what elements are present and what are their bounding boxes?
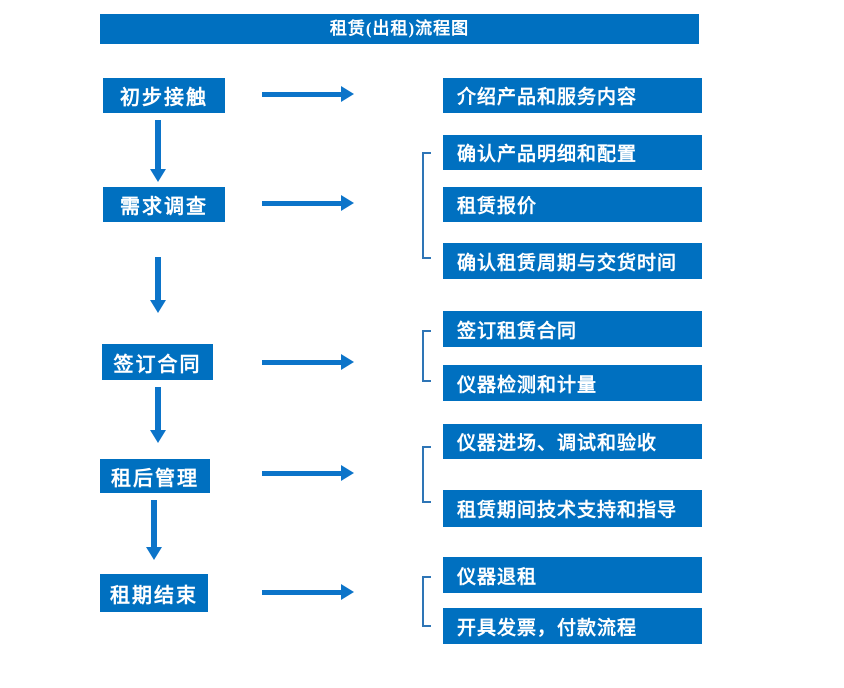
group-bracket xyxy=(422,152,431,259)
step-box-rental-end: 租期结束 xyxy=(100,574,208,612)
arrow-head xyxy=(150,300,166,313)
arrow-head xyxy=(341,195,354,211)
arrow-shaft xyxy=(262,589,343,595)
arrow-head xyxy=(341,465,354,481)
detail-box: 确认产品明细和配置 xyxy=(443,135,702,170)
arrow-head xyxy=(150,169,166,182)
down-arrow-icon xyxy=(150,120,166,182)
detail-box: 开具发票，付款流程 xyxy=(443,608,702,644)
arrow-head xyxy=(150,430,166,443)
group-bracket xyxy=(422,576,431,627)
arrow-shaft xyxy=(262,470,343,476)
right-arrow-icon xyxy=(262,195,354,211)
down-arrow-icon xyxy=(146,500,162,560)
detail-box: 签订租赁合同 xyxy=(443,311,702,347)
right-arrow-icon xyxy=(262,584,354,600)
arrow-shaft xyxy=(155,257,161,302)
detail-box: 确认租赁周期与交货时间 xyxy=(443,243,702,279)
down-arrow-icon xyxy=(150,387,166,443)
arrow-head xyxy=(341,354,354,370)
step-box-sign-contract: 签订合同 xyxy=(102,344,213,380)
detail-box: 租赁报价 xyxy=(443,187,702,222)
arrow-shaft xyxy=(155,387,161,432)
detail-box: 租赁期间技术支持和指导 xyxy=(443,490,702,527)
arrow-head xyxy=(146,547,162,560)
down-arrow-icon xyxy=(150,257,166,313)
arrow-shaft xyxy=(262,359,343,365)
step-box-demand-survey: 需求调查 xyxy=(103,187,225,222)
detail-box: 仪器进场、调试和验收 xyxy=(443,424,702,459)
detail-box: 介绍产品和服务内容 xyxy=(443,78,702,113)
right-arrow-icon xyxy=(262,465,354,481)
arrow-shaft xyxy=(151,500,157,549)
group-bracket xyxy=(422,446,431,503)
detail-box: 仪器检测和计量 xyxy=(443,365,702,401)
step-box-initial-contact: 初步接触 xyxy=(103,78,225,113)
right-arrow-icon xyxy=(262,86,354,102)
right-arrow-icon xyxy=(262,354,354,370)
arrow-shaft xyxy=(262,200,343,206)
arrow-shaft xyxy=(155,120,161,171)
arrow-shaft xyxy=(262,91,343,97)
arrow-head xyxy=(341,86,354,102)
step-box-post-rental-management: 租后管理 xyxy=(100,459,210,493)
arrow-head xyxy=(341,584,354,600)
group-bracket xyxy=(422,330,431,382)
flowchart-title: 租赁(出租)流程图 xyxy=(100,14,699,44)
detail-box: 仪器退租 xyxy=(443,557,702,593)
